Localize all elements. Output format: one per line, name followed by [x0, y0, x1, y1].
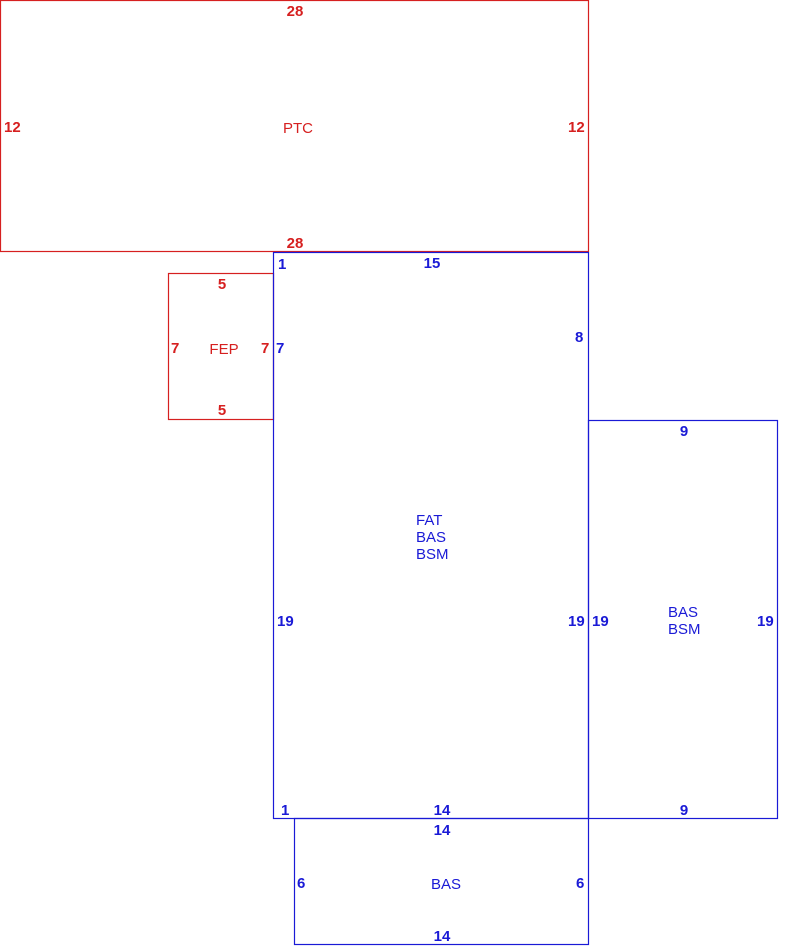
south-top-dimension: 14 — [434, 822, 451, 839]
main-label-line-1: FAT — [416, 512, 442, 529]
south-bottom-dimension: 14 — [434, 928, 451, 945]
ptc-label: PTC — [283, 120, 313, 137]
east-label-line-2: BSM — [668, 621, 701, 638]
ptc-top-dimension: 28 — [287, 3, 304, 20]
main-bottom-dimension: 14 — [434, 802, 451, 819]
fep-area: 5 7 7 5 FEP — [167, 272, 275, 421]
south-area: 14 6 6 14 BAS — [293, 817, 590, 946]
main-left-dimension: 19 — [277, 613, 294, 630]
main-label-line-3: BSM — [416, 546, 449, 563]
ptc-left-dimension: 12 — [4, 119, 21, 136]
main-label-line-2: BAS — [416, 529, 446, 546]
east-right-dimension: 19 — [757, 613, 774, 630]
south-right-dimension: 6 — [576, 875, 584, 892]
south-label: BAS — [431, 876, 461, 893]
main-bottom-left-dimension: 1 — [281, 802, 289, 819]
main-area: 1 15 7 8 19 19 1 14 FAT BAS BSM — [272, 251, 590, 820]
fep-label: FEP — [209, 341, 238, 358]
east-left-dimension: 19 — [592, 613, 609, 630]
main-top-dimension: 15 — [424, 255, 441, 272]
ptc-outline — [0, 0, 590, 253]
fep-right-dimension: 7 — [261, 340, 269, 357]
east-area: 9 19 19 9 BAS BSM — [587, 419, 779, 820]
ptc-right-dimension: 12 — [568, 119, 585, 136]
fep-top-dimension: 5 — [218, 276, 226, 293]
east-bottom-dimension: 9 — [680, 802, 688, 819]
fep-bottom-dimension: 5 — [218, 402, 226, 419]
east-label-line-1: BAS — [668, 604, 698, 621]
south-left-dimension: 6 — [297, 875, 305, 892]
fep-left-dimension: 7 — [171, 340, 179, 357]
main-left-upper-dimension: 7 — [276, 340, 284, 357]
main-right-upper-dimension: 8 — [575, 329, 583, 346]
main-right-dimension: 19 — [568, 613, 585, 630]
main-top-left-dimension: 1 — [278, 256, 286, 273]
east-top-dimension: 9 — [680, 423, 688, 440]
ptc-area: 28 12 12 28 PTC — [0, 0, 590, 253]
east-outline — [587, 419, 779, 820]
ptc-bottom-dimension: 28 — [287, 235, 304, 252]
south-outline — [293, 817, 590, 946]
